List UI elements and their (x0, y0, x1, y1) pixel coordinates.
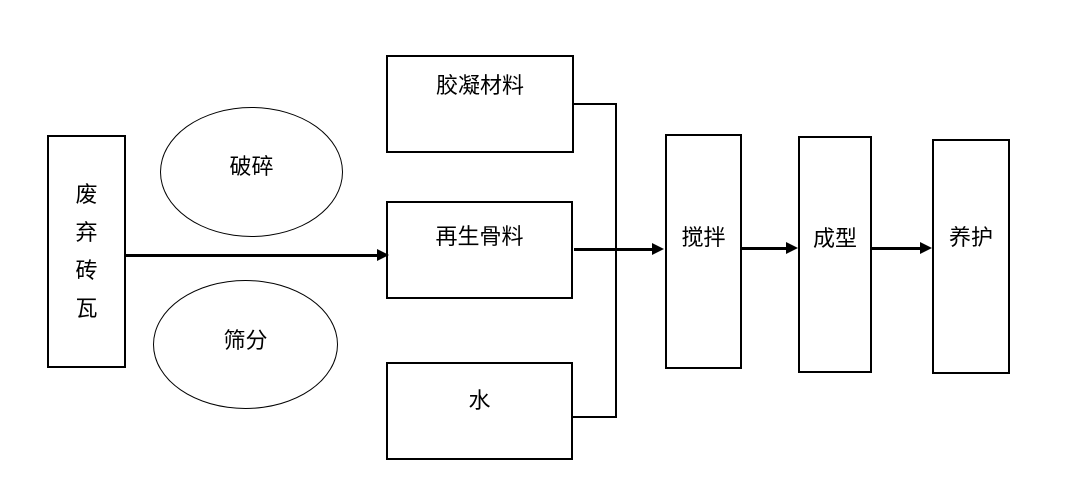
cementitious-material-label: 胶凝材料 (435, 73, 524, 98)
edge-aggregate-to-mix-arrowhead (652, 243, 664, 255)
waste-char-4: 瓦 (75, 295, 98, 321)
edge-waste-to-aggregate-line (126, 254, 378, 257)
edge-aggregate-to-mix-line (574, 248, 653, 251)
waste-char-3: 砖 (75, 257, 98, 283)
edge-mix-to-form-line (742, 247, 787, 250)
mixing-label: 搅拌 (681, 224, 726, 250)
node-crushing: 破碎 (160, 107, 343, 237)
node-forming: 成型 (798, 136, 872, 373)
waste-char-1: 废 (75, 181, 98, 207)
node-waste-bricks: 废 弃 砖 瓦 (47, 135, 126, 368)
sieving-label: 筛分 (223, 327, 268, 353)
connector-water-horizontal (573, 416, 617, 418)
node-recycled-aggregate: 再生骨料 (386, 201, 573, 299)
waste-char-2: 弃 (75, 219, 98, 245)
node-mixing: 搅拌 (665, 134, 742, 369)
water-label: 水 (468, 388, 491, 413)
forming-label: 成型 (812, 225, 857, 251)
node-curing: 养护 (932, 139, 1010, 374)
recycled-aggregate-label: 再生骨料 (435, 224, 524, 249)
connector-cement-horizontal (574, 103, 617, 105)
waste-bricks-label: 废 弃 砖 瓦 (75, 181, 98, 321)
node-water: 水 (386, 362, 573, 460)
connector-junction-vertical (615, 103, 617, 418)
edge-form-to-cure-arrowhead (920, 242, 932, 254)
node-cementitious-material: 胶凝材料 (386, 55, 574, 153)
crushing-label: 破碎 (229, 154, 274, 179)
edge-form-to-cure-line (872, 247, 920, 250)
edge-mix-to-form-arrowhead (786, 242, 798, 254)
edge-waste-to-aggregate-arrowhead (377, 249, 389, 261)
curing-label: 养护 (948, 224, 993, 250)
node-sieving: 筛分 (153, 280, 338, 409)
